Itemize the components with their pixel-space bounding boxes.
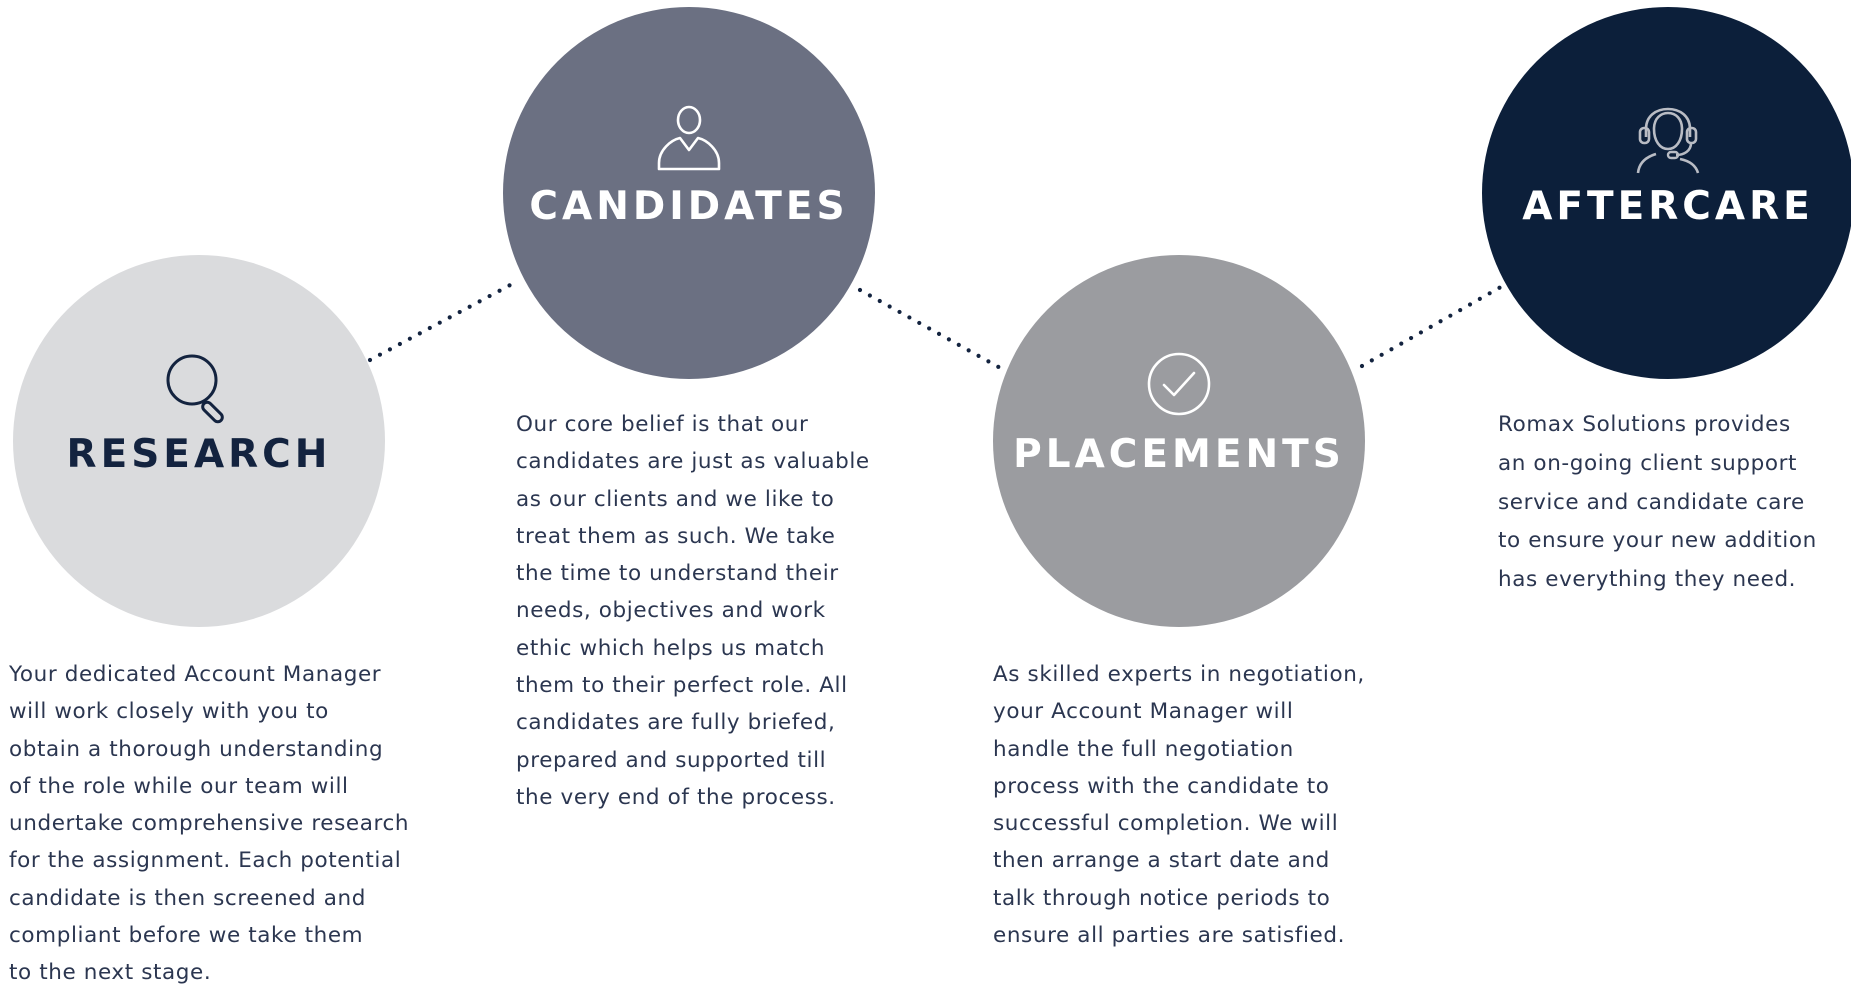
- aftercare-circle: AFTERCARE: [1482, 7, 1851, 379]
- description-line: candidate is then screened and: [9, 885, 366, 911]
- description-line: the very end of the process.: [516, 784, 836, 810]
- description-line: Your dedicated Account Manager: [9, 662, 382, 687]
- description-line: of the role while our team will: [9, 773, 349, 799]
- description-line: Romax Solutions provides: [1498, 412, 1791, 437]
- description-line: obtain a thorough understanding: [9, 736, 384, 762]
- description-line: As skilled experts in negotiation,: [993, 662, 1365, 687]
- step-description-candidates: Our core belief is that our candidates a…: [516, 406, 870, 816]
- checkmark-circle-icon: [1147, 352, 1211, 416]
- description-line: your Account Manager will: [993, 699, 1294, 725]
- description-line: the time to understand their: [516, 561, 839, 587]
- description-line: has everything they need.: [1498, 567, 1797, 593]
- description-line: as our clients and we like to: [516, 486, 835, 512]
- description-line: them to their perfect role. All: [516, 673, 848, 699]
- description-line: successful completion. We will: [993, 811, 1339, 837]
- connector-placements-aftercare: [1359, 281, 1509, 369]
- step-title-aftercare: AFTERCARE: [1522, 184, 1814, 229]
- description-line: to ensure your new addition: [1498, 528, 1817, 554]
- step-title-placements: PLACEMENTS: [1013, 432, 1345, 477]
- candidates-circle: CANDIDATES: [503, 7, 875, 379]
- description-line: treat them as such. We take: [516, 523, 836, 549]
- description-line: process with the candidate to: [993, 773, 1330, 799]
- step-description-research: Your dedicated Account Manager will work…: [9, 656, 409, 992]
- person-icon: [657, 105, 721, 171]
- step-title-candidates: CANDIDATES: [529, 184, 849, 229]
- description-line: handle the full negotiation: [993, 736, 1294, 762]
- description-line: will work closely with you to: [9, 699, 329, 725]
- description-line: needs, objectives and work: [516, 598, 826, 624]
- step-description-aftercare: Romax Solutions provides an on-going cli…: [1498, 406, 1817, 600]
- connector-candidates-placements: [857, 287, 1007, 373]
- magnifier-icon: [166, 354, 224, 424]
- description-line: service and candidate care: [1498, 489, 1805, 515]
- step-description-placements: As skilled experts in negotiation, your …: [993, 656, 1365, 954]
- description-line: compliant before we take them: [9, 923, 364, 949]
- description-line: then arrange a start date and: [993, 848, 1330, 874]
- description-line: ethic which helps us match: [516, 635, 826, 661]
- connector-research-candidates: [367, 280, 517, 363]
- description-line: Our core belief is that our: [516, 412, 809, 437]
- description-line: undertake comprehensive research: [9, 811, 410, 837]
- placements-circle: PLACEMENTS: [993, 255, 1365, 627]
- description-line: an on-going client support: [1498, 450, 1798, 476]
- headset-person-icon: [1636, 107, 1700, 174]
- description-line: ensure all parties are satisfied.: [993, 923, 1346, 949]
- description-line: to the next stage.: [9, 960, 212, 986]
- description-line: prepared and supported till: [516, 747, 827, 773]
- description-line: for the assignment. Each potential: [9, 848, 402, 874]
- description-line: candidates are just as valuable: [516, 449, 870, 475]
- description-line: talk through notice periods to: [993, 885, 1331, 911]
- research-circle: RESEARCH: [13, 255, 385, 627]
- description-line: candidates are fully briefed,: [516, 710, 836, 736]
- step-title-research: RESEARCH: [66, 432, 332, 477]
